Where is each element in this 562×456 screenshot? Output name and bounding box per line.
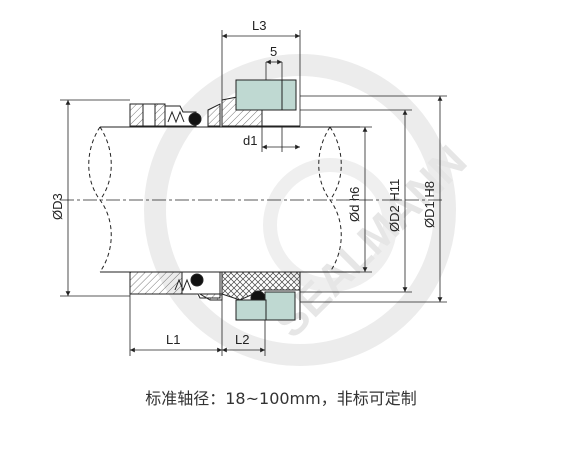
- shaft-outline: [88, 126, 360, 273]
- label-d3: ØD3: [50, 193, 65, 220]
- label-d2-h11: ØD2 H11: [387, 179, 402, 232]
- caption-text: 标准轴径：18~100mm，非标可定制: [145, 389, 417, 408]
- label-d-h6: Ød h6: [347, 187, 362, 222]
- upper-seal-assembly: [129, 30, 301, 127]
- label-d1: d1: [243, 133, 257, 148]
- label-d1-h8: ØD1 H8: [422, 181, 437, 228]
- label-l1: L1: [166, 332, 180, 347]
- lower-seal-assembly: [129, 271, 301, 321]
- label-l2: L2: [235, 332, 249, 347]
- dimension-lines: [60, 33, 447, 356]
- label-l3: L3: [252, 18, 266, 33]
- label-5: 5: [270, 44, 277, 59]
